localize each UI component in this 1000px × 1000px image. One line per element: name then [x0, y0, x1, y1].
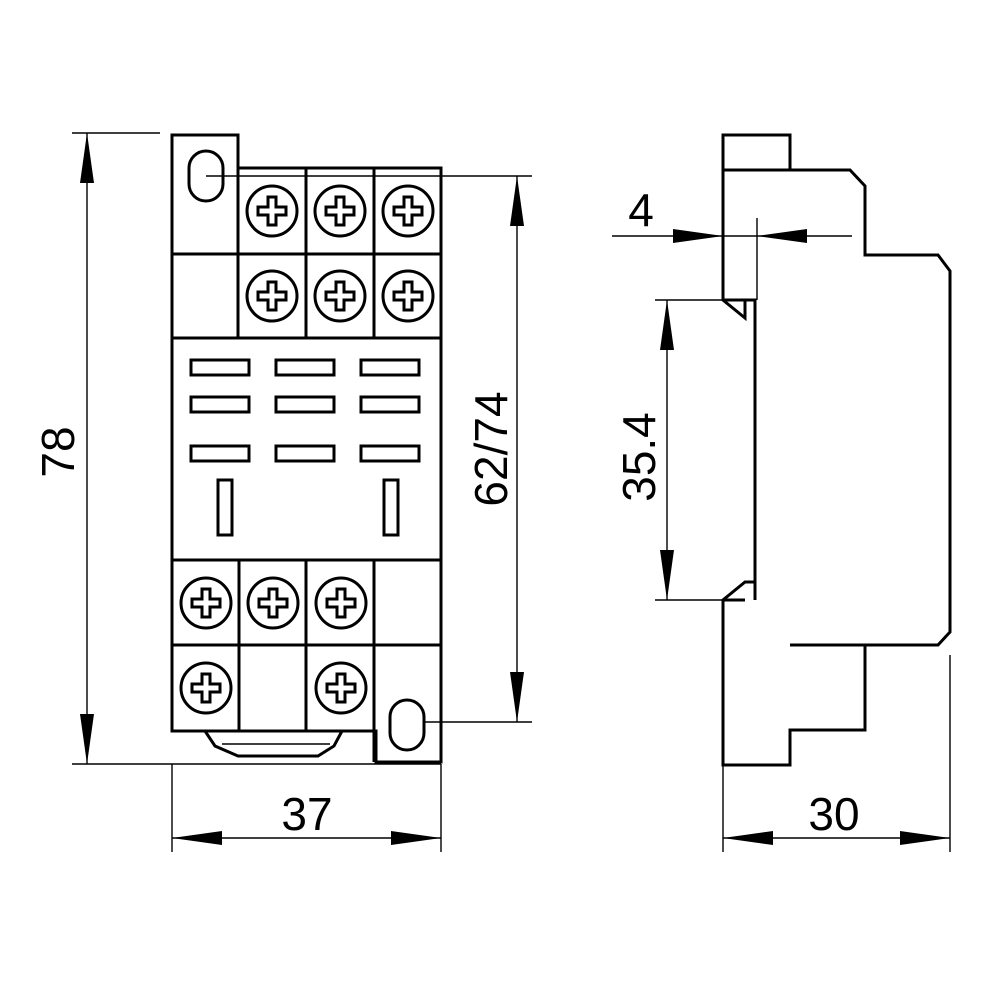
dimension-label-height: 78 — [32, 426, 84, 477]
relay-pin-slot-icon — [274, 395, 336, 414]
bottom-latch — [203, 730, 344, 758]
phillips-screw-icon — [313, 269, 367, 323]
side-body-outline — [721, 133, 952, 767]
relay-pin-slot-icon — [359, 444, 421, 463]
dimension-rail-height: 35.4 — [613, 299, 723, 601]
terminal-screw-row-bottom — [179, 576, 368, 715]
dimension-hole-spacing: 62/74 — [206, 175, 532, 723]
relay-pin-slot-icon — [189, 358, 251, 377]
phillips-screw-icon — [381, 269, 435, 323]
relay-pin-slot-icon — [189, 444, 251, 463]
phillips-screw-icon — [314, 661, 368, 715]
dimension-label-rail-height: 35.4 — [613, 412, 665, 502]
phillips-screw-icon — [313, 184, 367, 238]
relay-pin-slot-icon — [382, 478, 400, 537]
dimension-label-hole-spacing: 62/74 — [465, 391, 517, 506]
phillips-screw-icon — [179, 576, 233, 630]
dimension-label-width: 37 — [281, 788, 332, 840]
relay-pin-slot-icon — [274, 358, 336, 377]
relay-pin-slot-icon — [274, 444, 336, 463]
dimension-label-clip-offset: 4 — [628, 184, 654, 236]
phillips-screw-icon — [381, 184, 435, 238]
relay-pin-slot-icon — [359, 395, 421, 414]
oval-mounting-hole-icon — [388, 698, 426, 752]
phillips-screw-icon — [314, 576, 368, 630]
dimension-label-depth: 30 — [808, 788, 859, 840]
phillips-screw-icon — [245, 184, 299, 238]
relay-pin-slot-icon — [216, 478, 234, 537]
relay-pin-slots — [189, 358, 421, 537]
dimension-height-total: 78 — [32, 132, 441, 765]
side-view — [721, 133, 952, 767]
phillips-screw-icon — [245, 269, 299, 323]
front-view — [170, 133, 443, 764]
dimension-width-front: 37 — [171, 764, 442, 852]
phillips-screw-icon — [246, 576, 300, 630]
relay-pin-slot-icon — [359, 358, 421, 377]
terminal-screw-row-top — [245, 184, 435, 323]
dimension-clip-offset: 4 — [612, 184, 852, 243]
phillips-screw-icon — [179, 661, 233, 715]
dimension-depth: 30 — [722, 655, 951, 852]
relay-pin-slot-icon — [189, 395, 251, 414]
